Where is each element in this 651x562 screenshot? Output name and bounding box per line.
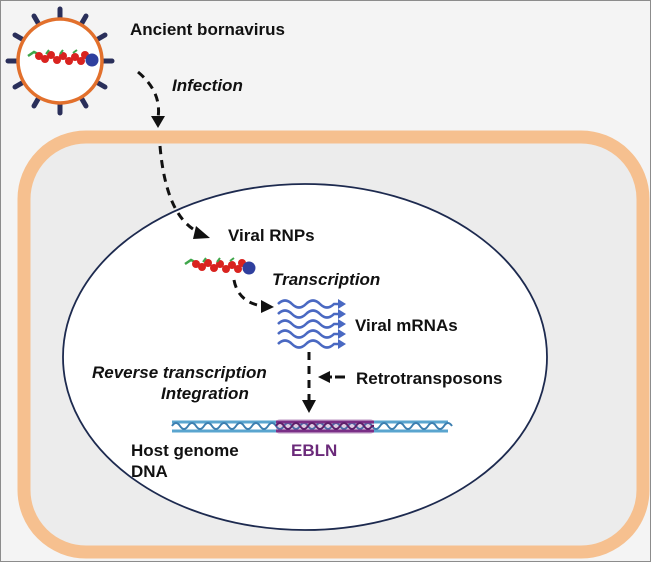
label-reverse-transcription: Reverse transcription [92,363,267,382]
label-host-genome: Host genome [131,441,239,460]
transcription-arrow [232,279,274,313]
infection-arrow [137,70,165,128]
label-ancient-bornavirus: Ancient bornavirus [130,20,285,39]
retrotransposon-arrow [318,371,345,383]
viral-mrnas [277,299,346,349]
nucleus [62,183,548,531]
label-retrotransposons: Retrotransposons [356,369,503,388]
virion-spikes [5,6,115,116]
label-host-dna: DNA [131,462,168,481]
label-infection: Infection [172,76,243,95]
ebln-segment [275,419,374,434]
label-viral-mrnas: Viral mRNAs [355,316,458,335]
label-integration: Integration [161,384,249,403]
host-dna [171,419,453,434]
label-transcription: Transcription [272,270,381,289]
label-ebln: EBLN [291,441,338,460]
virion [5,6,115,116]
label-viral-rnps: Viral RNPs [228,226,315,245]
integration-arrow [302,352,316,413]
rnp-import-arrow [158,145,210,239]
